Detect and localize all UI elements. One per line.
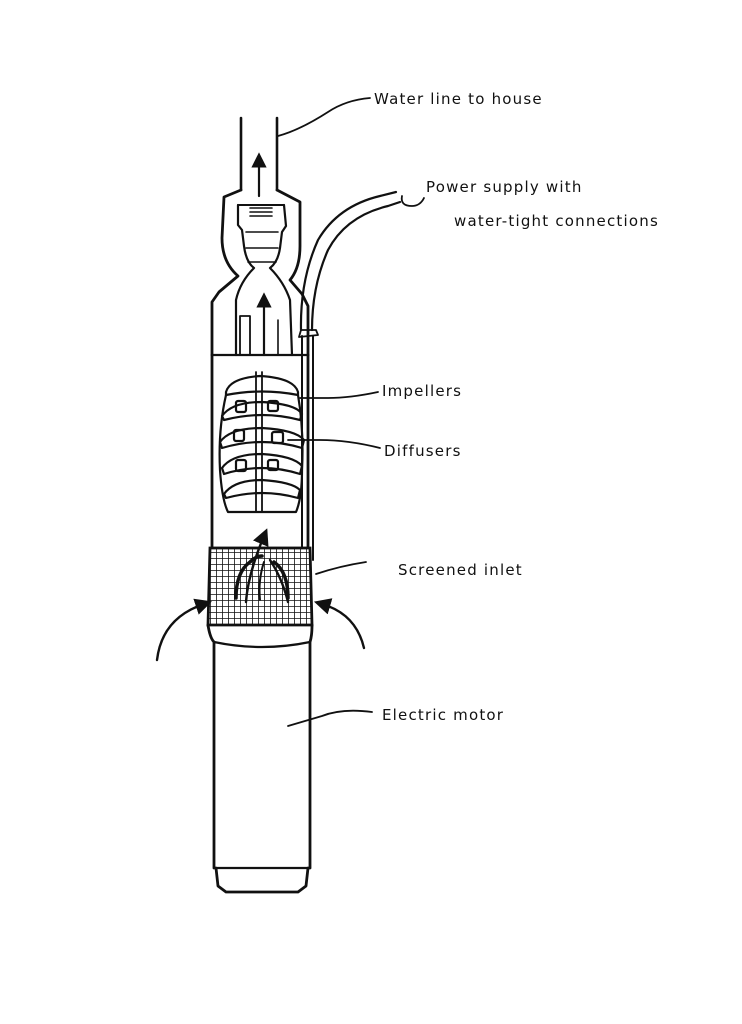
label-electric-motor: Electric motor	[382, 706, 504, 724]
water-line-pipe	[239, 116, 279, 198]
label-power-supply-line-1: Power supply with	[426, 178, 583, 196]
power-cable	[298, 190, 402, 561]
label-power-supply-line-2: water-tight connections	[454, 212, 659, 230]
inlet-flow-arrow	[244, 528, 269, 604]
pump-head	[210, 188, 310, 357]
electric-motor	[206, 623, 314, 894]
intake-arrow-right	[313, 598, 366, 650]
label-impellers: Impellers	[382, 382, 462, 400]
label-screened-inlet: Screened inlet	[398, 561, 523, 579]
leader-lines	[277, 97, 425, 727]
screened-inlet	[206, 528, 314, 627]
intake-arrow-left	[155, 598, 212, 662]
label-water-line: Water line to house	[374, 90, 543, 108]
label-diffusers: Diffusers	[384, 442, 462, 460]
